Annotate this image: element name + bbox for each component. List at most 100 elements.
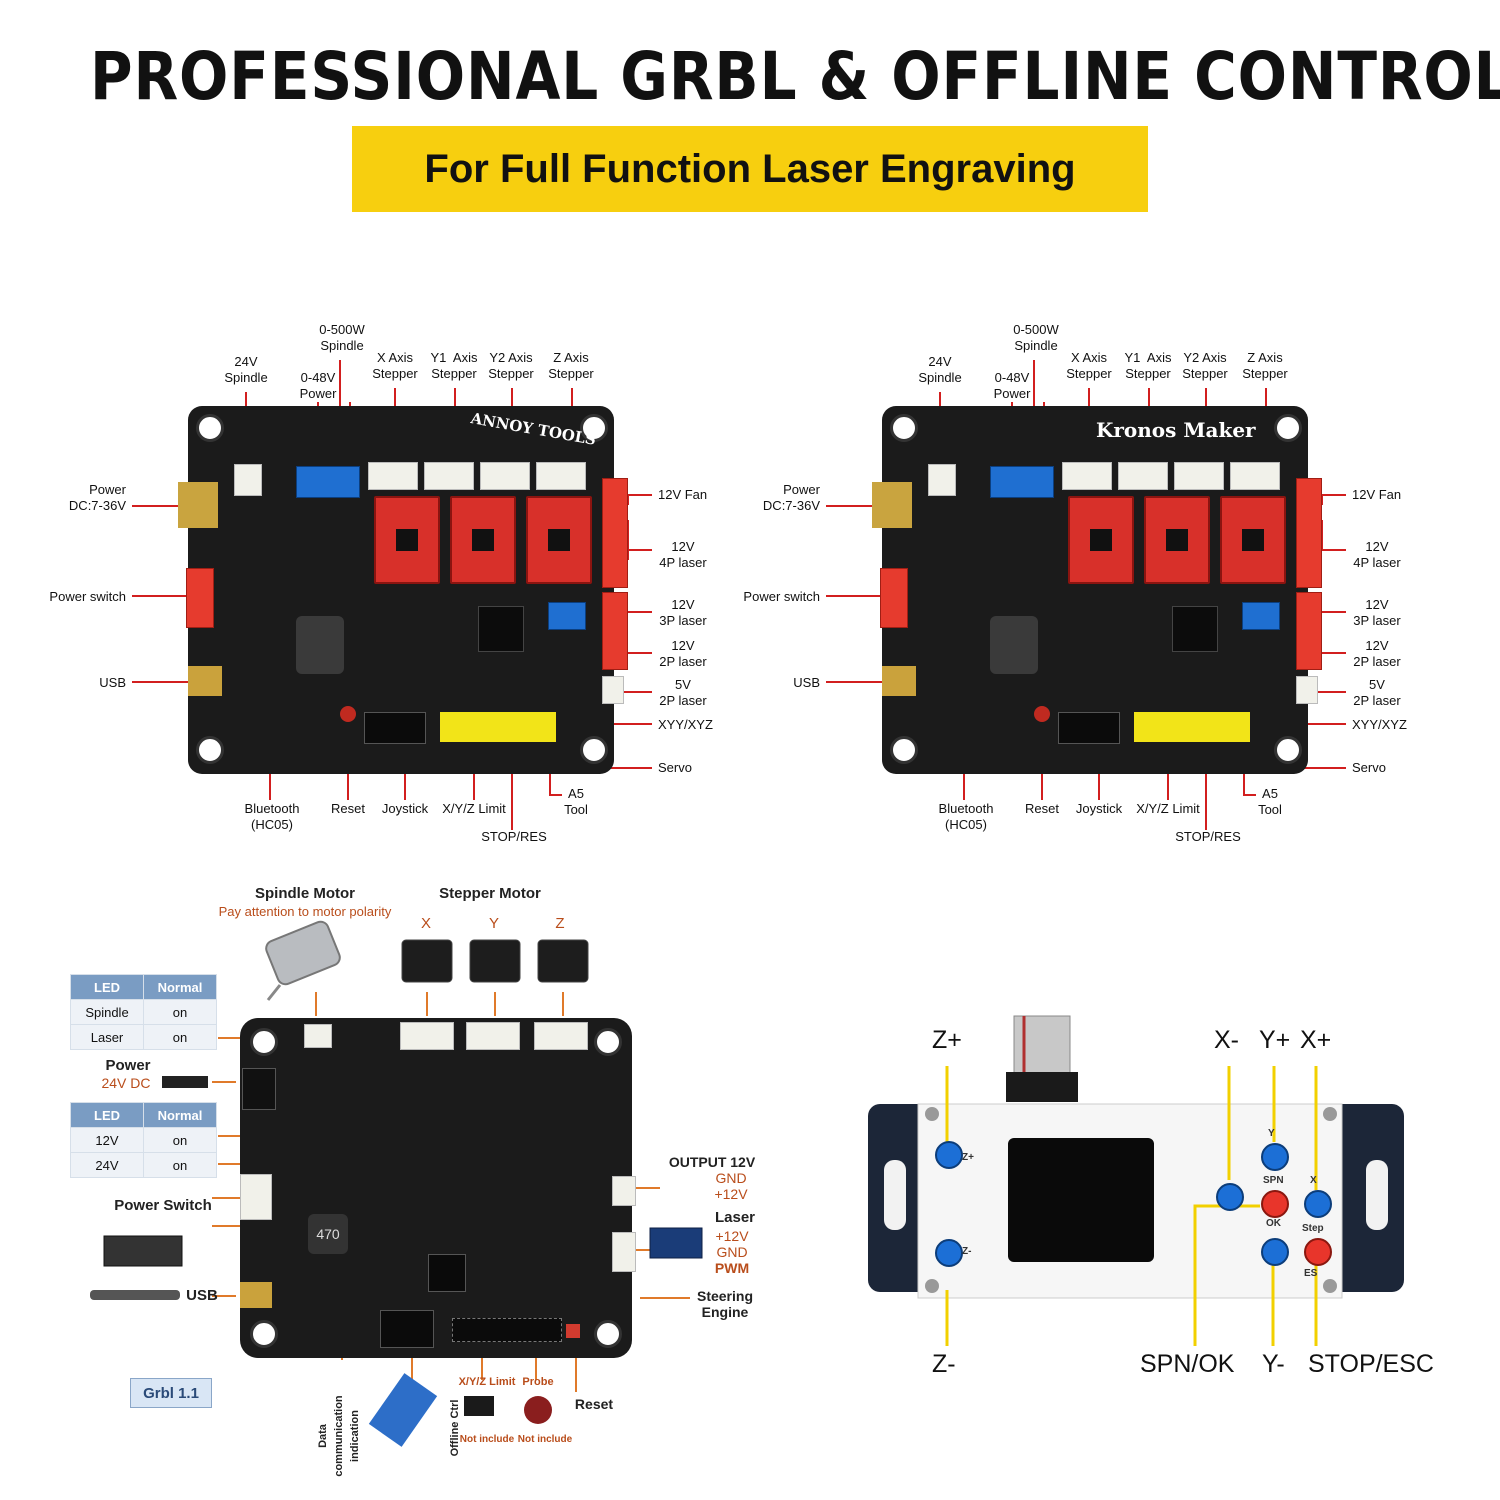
jumper-block (548, 602, 586, 630)
stop-esc-button[interactable] (1304, 1238, 1332, 1266)
limit-label: X/Y/Z Limit (458, 1376, 516, 1388)
label-stop-esc: STOP/ESC (1308, 1350, 1434, 1378)
z-plus-button[interactable] (935, 1141, 963, 1169)
dc-jack (242, 1068, 276, 1110)
x-motor-connector (400, 1022, 454, 1050)
laser-label: Laser (714, 1209, 756, 1226)
bracket-slot (884, 1160, 906, 1230)
terminal-block (296, 466, 360, 498)
5v-laser-connector (1296, 676, 1318, 704)
y1-stepper-header (1118, 462, 1168, 490)
label-bluetooth: Bluetooth (HC05) (244, 801, 300, 832)
y2-stepper-header (1174, 462, 1224, 490)
y-motor-connector (466, 1022, 520, 1050)
label-12v-fan: 12V Fan (658, 487, 708, 502)
y-plus-button[interactable] (1261, 1143, 1289, 1171)
power-switch-label: Power Switch (114, 1197, 212, 1214)
x-plus-button[interactable] (1304, 1190, 1332, 1218)
label-12v-fan: 12V Fan (1352, 487, 1402, 502)
axis-x-label: X (420, 915, 431, 932)
inductor-470: 470 (308, 1214, 348, 1254)
laser-connectors-top (602, 478, 628, 588)
silk-es: ES (1304, 1268, 1318, 1279)
z-stepper-header (1230, 462, 1280, 490)
laser-pins-label: +12V GND (715, 1228, 749, 1260)
jumper-block (1242, 602, 1280, 630)
mount-hole (594, 1320, 622, 1348)
x-minus-button[interactable] (1216, 1183, 1244, 1211)
silk-ok: OK (1266, 1218, 1281, 1229)
board-b-brand: Kronos Maker (1096, 418, 1256, 442)
power-jack (178, 482, 218, 528)
stepper-motor-title: Stepper Motor (439, 885, 541, 902)
silk-zm: Z- (962, 1246, 972, 1257)
label-048v-power: 0-48V Power (299, 370, 337, 401)
mount-hole (594, 1028, 622, 1056)
terminal-block (990, 466, 1054, 498)
mount-hole (196, 736, 224, 764)
mcu-chip (478, 606, 524, 652)
label-power-switch: Power switch (49, 589, 126, 604)
usb-port (188, 666, 222, 696)
offline-ctrl-header (380, 1310, 434, 1348)
label-bluetooth: Bluetooth (HC05) (938, 801, 994, 832)
z-minus-button[interactable] (935, 1239, 963, 1267)
inductor (990, 616, 1038, 674)
label-24v-spindle: 24V Spindle (224, 354, 268, 385)
x-stepper-header (1062, 462, 1112, 490)
label-power-switch: Power switch (743, 589, 820, 604)
label-x-stepper: X Axis Stepper (1066, 350, 1112, 381)
limit-switch-icon (464, 1396, 494, 1416)
label-x-plus: X+ (1300, 1026, 1332, 1054)
label-power-dc: Power DC:7-36V (762, 482, 820, 513)
board-a-pcb: ANNOY TOOLS (178, 406, 628, 774)
label-y-minus: Y- (1262, 1350, 1285, 1378)
y1-stepper-header (424, 462, 474, 490)
limit-pin-header (1134, 712, 1250, 742)
power-plug-icon (162, 1076, 208, 1088)
label-y2-stepper: Y2 Axis Stepper (488, 350, 534, 381)
label-joystick: Joystick (1075, 801, 1123, 816)
silk-y: Y (1268, 1128, 1275, 1139)
reset-button (1034, 706, 1050, 722)
power-switch-body (240, 1174, 272, 1220)
stepper-motor-icons (401, 939, 589, 983)
right-bracket (1326, 1104, 1404, 1292)
stepper-driver (450, 496, 516, 584)
laser-module-icon (649, 1227, 703, 1259)
label-y2-stepper: Y2 Axis Stepper (1182, 350, 1228, 381)
label-limit: X/Y/Z Limit (1136, 801, 1200, 816)
label-x-minus: X- (1214, 1026, 1239, 1054)
mount-hole (580, 414, 608, 442)
spindle-motor-title: Spindle Motor (255, 885, 355, 902)
joystick-header (364, 712, 426, 744)
stepper-driver (526, 496, 592, 584)
silk-step: Step (1302, 1223, 1324, 1234)
y-minus-button[interactable] (1261, 1238, 1289, 1266)
label-reset: Reset (331, 801, 365, 816)
label-500w-spindle: 0-500W Spindle (1013, 322, 1059, 353)
label-usb: USB (99, 675, 126, 690)
subtitle-banner: For Full Function Laser Engraving (352, 126, 1148, 212)
label-24v-spindle: 24V Spindle (918, 354, 962, 385)
mount-hole (250, 1320, 278, 1348)
z-stepper-header (536, 462, 586, 490)
label-servo: Servo (658, 760, 692, 775)
silk-x: X (1310, 1175, 1317, 1186)
mount-hole (250, 1028, 278, 1056)
x-stepper-header (368, 462, 418, 490)
spn-ok-button[interactable] (1261, 1190, 1289, 1218)
power-dc-label: 24V DC (101, 1075, 151, 1091)
label-stop-res: STOP/RES (1175, 829, 1241, 844)
stepper-driver (374, 496, 440, 584)
label-a5-tool: A5 Tool (1258, 786, 1282, 817)
output-pins-label: GND +12V (714, 1170, 748, 1202)
board-b-pcb: Kronos Maker (872, 406, 1322, 774)
label-2p-laser-5v: 5V 2P laser (659, 677, 707, 708)
label-4p-laser: 12V 4P laser (1353, 539, 1401, 570)
usb-connector (240, 1282, 272, 1308)
grbl-version-badge: Grbl 1.1 (130, 1378, 212, 1408)
label-spn-ok: SPN/OK (1140, 1350, 1235, 1378)
label-y1-stepper: Y1 Axis Stepper (1124, 350, 1172, 381)
